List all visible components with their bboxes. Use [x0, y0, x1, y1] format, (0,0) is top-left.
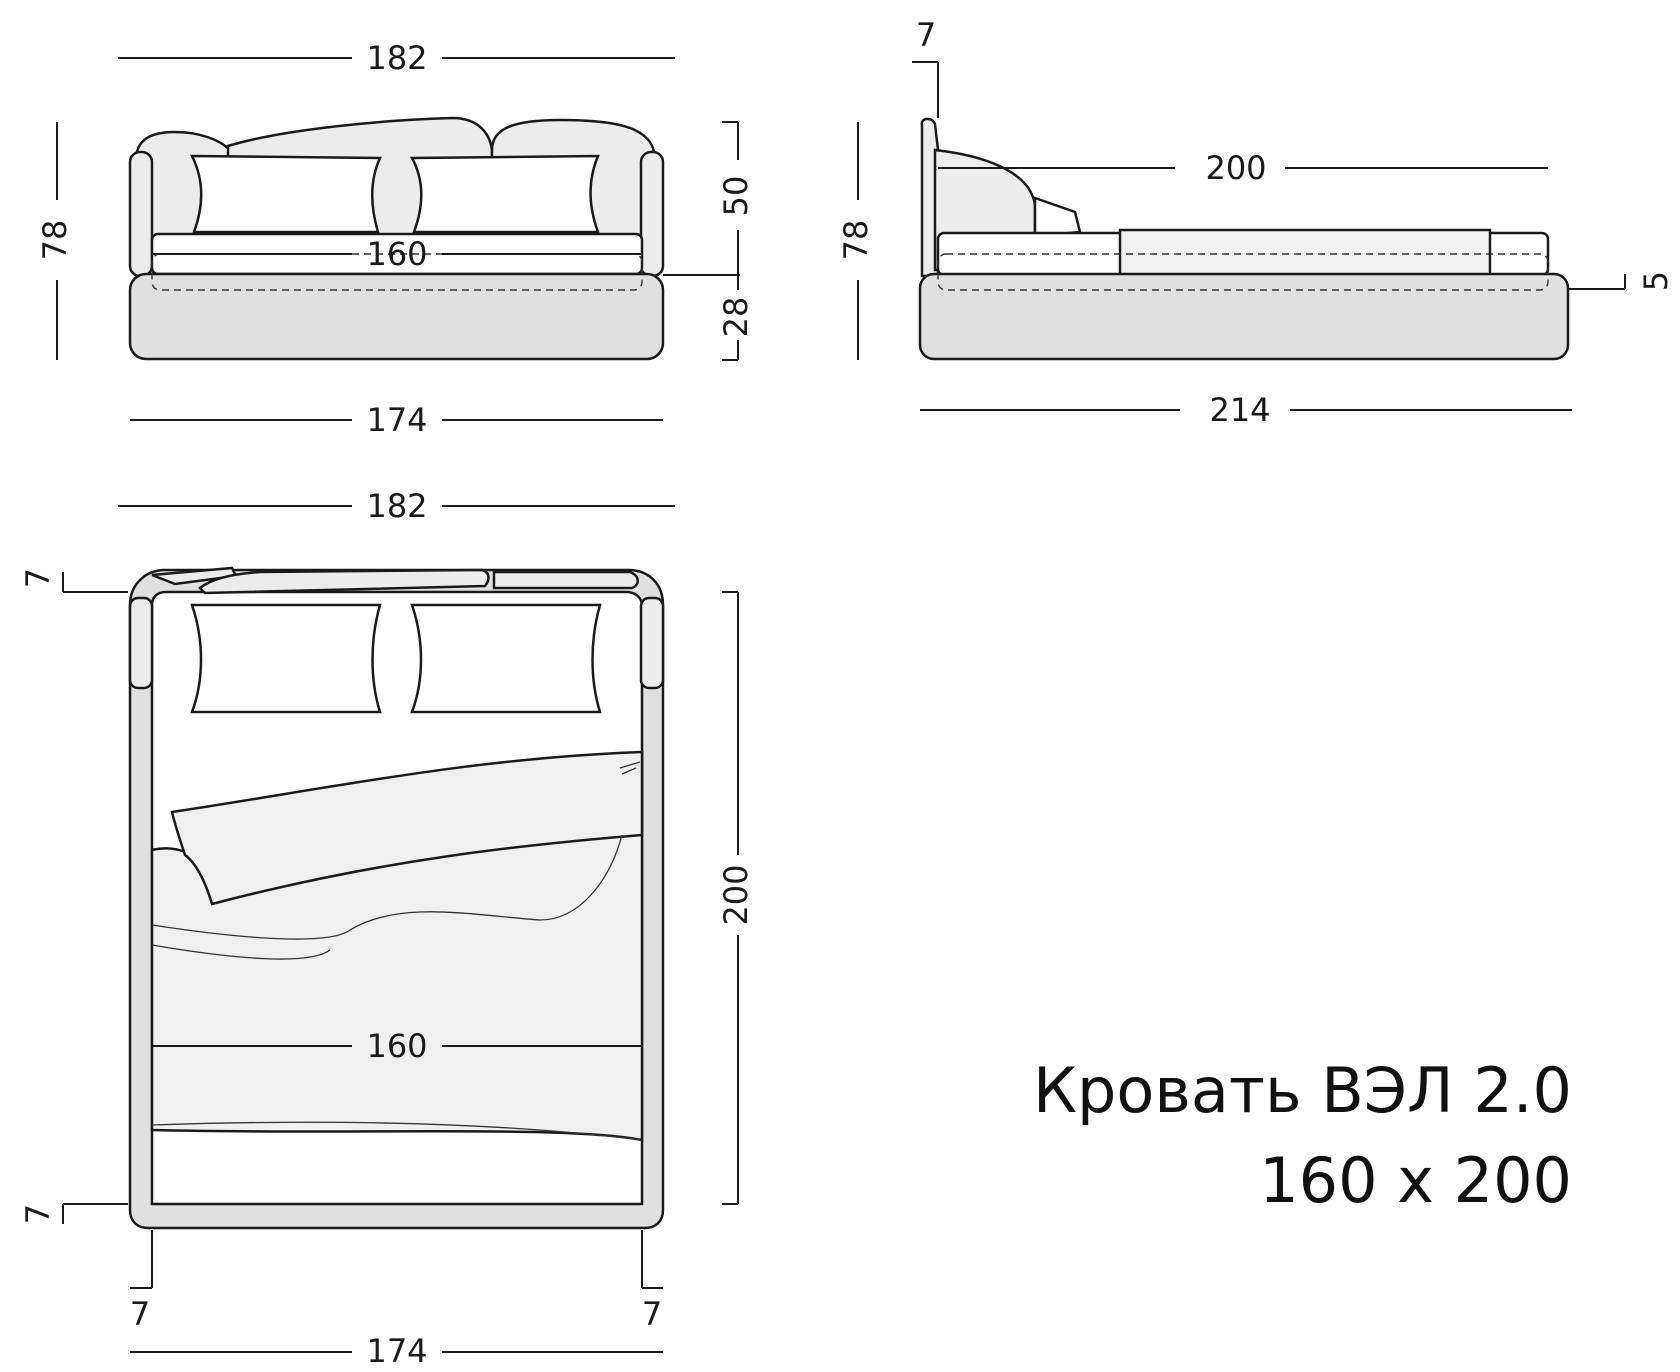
front-pillow-left [189, 154, 382, 234]
side-view: 7 200 78 5 214 [837, 16, 1675, 429]
front-view: 182 78 160 50 28 174 [36, 39, 755, 439]
front-base-width: 174 [366, 401, 427, 439]
top-length: 200 [717, 864, 755, 925]
front-left-arm [128, 150, 154, 278]
top-pillow-left [190, 603, 382, 714]
top-right-arm [639, 596, 665, 690]
top-overall-width: 182 [366, 487, 427, 525]
front-right-arm [639, 150, 665, 278]
front-frame-dashed [151, 253, 643, 291]
top-left-arm [128, 596, 154, 690]
top-left-edge: 7 [130, 1295, 150, 1333]
side-height: 78 [837, 220, 875, 261]
front-base-height: 28 [717, 297, 755, 338]
front-overall-width: 182 [366, 39, 427, 77]
side-overall-length: 214 [1209, 391, 1270, 429]
side-blanket [1118, 228, 1492, 277]
top-headboard-right [492, 570, 639, 590]
front-headboard-height: 50 [717, 176, 755, 217]
side-pillow [1033, 196, 1082, 238]
top-headboard-center [198, 568, 490, 595]
top-bottom-edge: 7 [19, 1204, 57, 1224]
product-title: Кровать ВЭЛ 2.0 [1033, 1054, 1572, 1127]
top-mattress-width: 160 [366, 1027, 427, 1065]
top-base-width: 174 [366, 1332, 427, 1370]
side-headboard-thickness: 7 [916, 16, 936, 54]
side-mattress-length: 200 [1205, 149, 1266, 187]
side-frame-dashed [937, 253, 1549, 291]
top-right-edge: 7 [642, 1295, 662, 1333]
side-mattress-offset: 5 [1637, 271, 1675, 291]
front-mattress-width: 160 [366, 235, 427, 273]
side-base [918, 272, 1570, 361]
top-view: 182 7 200 160 7 7 7 174 [19, 487, 755, 1370]
front-height: 78 [36, 220, 74, 261]
top-top-edge: 7 [19, 568, 57, 588]
top-blanket-fold [170, 750, 644, 906]
top-pillow-right [410, 603, 602, 714]
product-size: 160 x 200 [1259, 1144, 1572, 1217]
front-pillow-right [409, 154, 600, 234]
front-base [128, 272, 665, 361]
